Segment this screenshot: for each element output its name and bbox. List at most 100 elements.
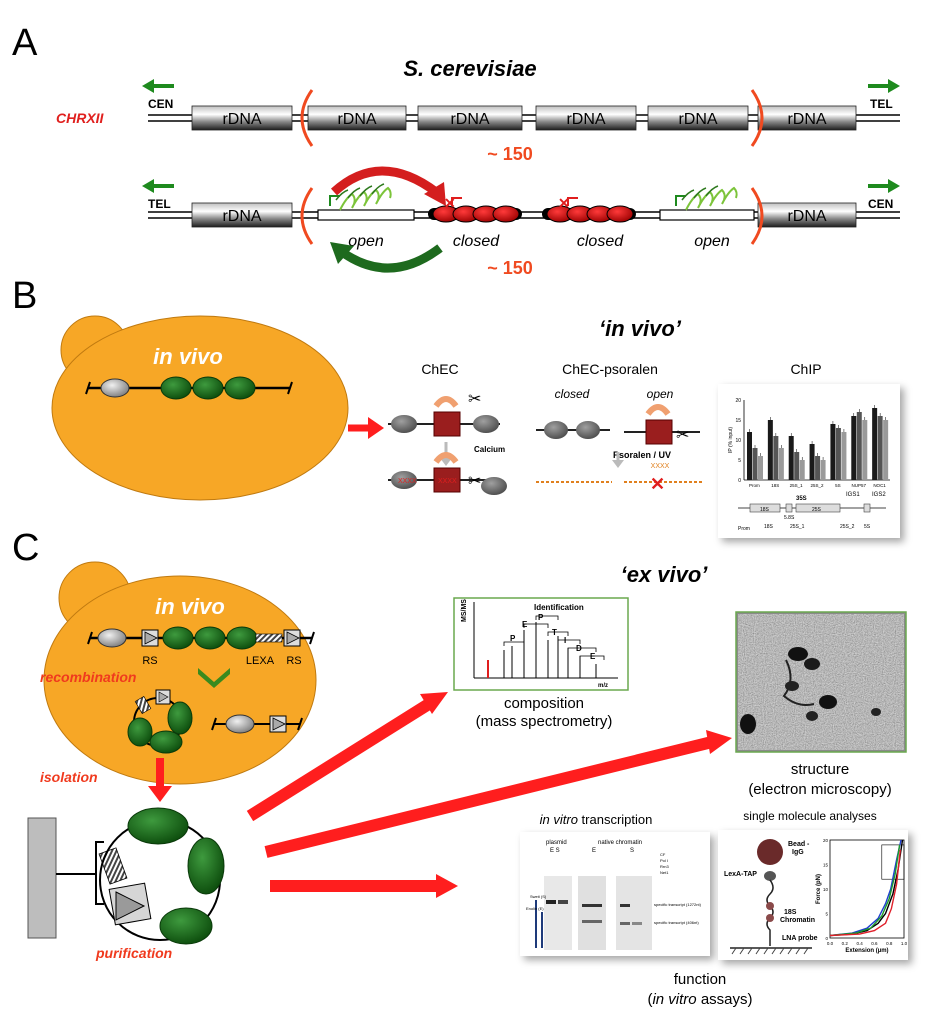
chip-bar (872, 408, 878, 480)
chip-category-label: NUP57 (851, 483, 866, 488)
chip-bar (809, 444, 815, 480)
ms-xlabel: m/z (598, 683, 608, 689)
chromatin-label-2: Chromatin (780, 917, 815, 924)
panel-a-label: A (12, 22, 38, 64)
chip-gene-map: 35S IGS1 IGS2 18S 25S 5.8S Prom 18S 25S_… (738, 492, 886, 532)
force-x-tick-label: 0.6 (871, 941, 878, 946)
chip-bar (752, 448, 758, 480)
closing-arrow-icon (330, 166, 439, 196)
force-y-label: Force (pN) (816, 874, 822, 904)
rdna-unit: rDNA (647, 105, 749, 131)
arrow-left-icon-head (142, 79, 154, 93)
chip-bar (799, 460, 805, 480)
ms-letter: P (510, 634, 516, 643)
cleavage-x-icon: ✕ (650, 474, 665, 494)
ms-letter: D (576, 644, 582, 653)
rdna-unit: rDNA (757, 202, 857, 228)
arrow-icon (246, 696, 436, 822)
isolation-label: isolation (40, 769, 98, 785)
chip-label: ChIP (790, 361, 821, 377)
rdna-unit-label: rDNA (337, 111, 376, 128)
chip-bar (758, 456, 763, 480)
map-igs2: IGS2 (872, 492, 886, 498)
open-label: open (694, 233, 730, 250)
force-y-tick-label: 5 (825, 912, 828, 917)
cut-marks: XXXX (398, 478, 417, 485)
top-left-end-label: CEN (148, 97, 173, 111)
ms-letter: P (538, 613, 544, 622)
bracket-left (300, 89, 314, 147)
psoralen-uv-label: Psoralen / UV (613, 450, 671, 460)
chec-schematic: ChEC ✂ Calcium ✂ XXXX XXXX (388, 361, 507, 495)
arrow-right-icon-head (888, 79, 900, 93)
rdna-unit: rDNA (191, 105, 293, 131)
gel-row-net1: Net1 (660, 870, 669, 875)
map-prom: Prom (738, 526, 750, 532)
rdna-unit-label: rDNA (787, 111, 826, 128)
open-sublabel: open (647, 387, 674, 401)
nascent-transcripts-icon (339, 186, 392, 211)
chip-bar (767, 420, 773, 480)
force-y-tick-label: 15 (823, 863, 829, 868)
rdna-unit: rDNA (757, 105, 857, 131)
chip-category-label: NOC1 (873, 483, 886, 488)
arrow-left-icon-head (142, 179, 154, 193)
chromosome-label: CHRXII (56, 110, 105, 126)
in-vivo-title: ‘in vivo’ (599, 316, 682, 341)
map-25s: 25S (812, 507, 822, 513)
copy-count-top: ~ 150 (487, 144, 533, 164)
bead-label: Bead - (788, 841, 810, 848)
nascent-transcripts-icon (685, 186, 738, 211)
transcription-title: in vitro transcription (540, 812, 653, 827)
chip-bar (830, 424, 836, 480)
chip-bar (778, 448, 784, 480)
closed-label: closed (453, 233, 500, 250)
force-x-tick-label: 1.0 (901, 941, 908, 946)
structure-method-label: (electron microscopy) (748, 781, 891, 798)
force-curve (829, 844, 901, 937)
open-rdna-unit: open (317, 183, 415, 250)
gel-left-1: Sweti (S) (530, 894, 547, 899)
rdna-unit: rDNA (417, 105, 523, 131)
chip-bar (883, 420, 889, 480)
ms-letter: T (552, 628, 557, 637)
closed-rdna-unit: closed ✕ (428, 195, 522, 250)
closed-sublabel: closed (555, 387, 590, 401)
lexa-label: LEXA (246, 655, 275, 667)
function-method-label: (in vitro assays) (647, 991, 752, 1008)
nucleosome-green (160, 376, 192, 400)
lexa-tap-label: LexA-TAP (724, 871, 757, 878)
gel-left-2: Enolin (E) (526, 906, 544, 911)
rdna-unit-label: rDNA (450, 111, 489, 128)
chip-y-tick-label: 10 (735, 438, 741, 444)
in-vivo-cell-label: in vivo (153, 344, 223, 369)
arrow-down-icon (440, 458, 452, 466)
chip-category-label: 25S_1 (790, 483, 804, 488)
chip-bar (820, 460, 826, 480)
force-x-label: Extension (µm) (845, 948, 888, 954)
rdna-unit-label: rDNA (678, 111, 717, 128)
scissors-icon: ✂ (468, 473, 481, 490)
gel-row-cf: CF (660, 852, 666, 857)
single-molecule-panel: single molecule analyses Bead - IgG LexA… (718, 809, 908, 960)
ms-ylabel: MS/MS (461, 599, 468, 622)
force-x-tick-label: 0.0 (827, 941, 834, 946)
lexa-site-icon (255, 633, 283, 643)
chip-y-tick-label: 5 (738, 458, 741, 464)
transcription-gel-panel: in vitro transcription plasmid native ch… (520, 812, 710, 956)
chip-bar (815, 456, 821, 480)
scissors-icon: ✂ (676, 427, 689, 444)
organism-title: S. cerevisiae (403, 56, 536, 81)
single-molecule-title: single molecule analyses (743, 809, 876, 823)
chip-bar (794, 452, 800, 480)
chevron-down-icon (198, 668, 230, 688)
force-x-tick-label: 0.4 (856, 941, 863, 946)
copy-count-bottom: ~ 150 (487, 258, 533, 278)
rdna-unit-label: rDNA (566, 111, 605, 128)
map-p25-1: 25S_1 (790, 524, 805, 530)
top-right-end-label: TEL (870, 97, 893, 111)
electron-micrograph: structure (electron microscopy) (735, 611, 907, 798)
force-curve (829, 839, 902, 937)
lna-probe-label: LNA probe (782, 935, 818, 942)
